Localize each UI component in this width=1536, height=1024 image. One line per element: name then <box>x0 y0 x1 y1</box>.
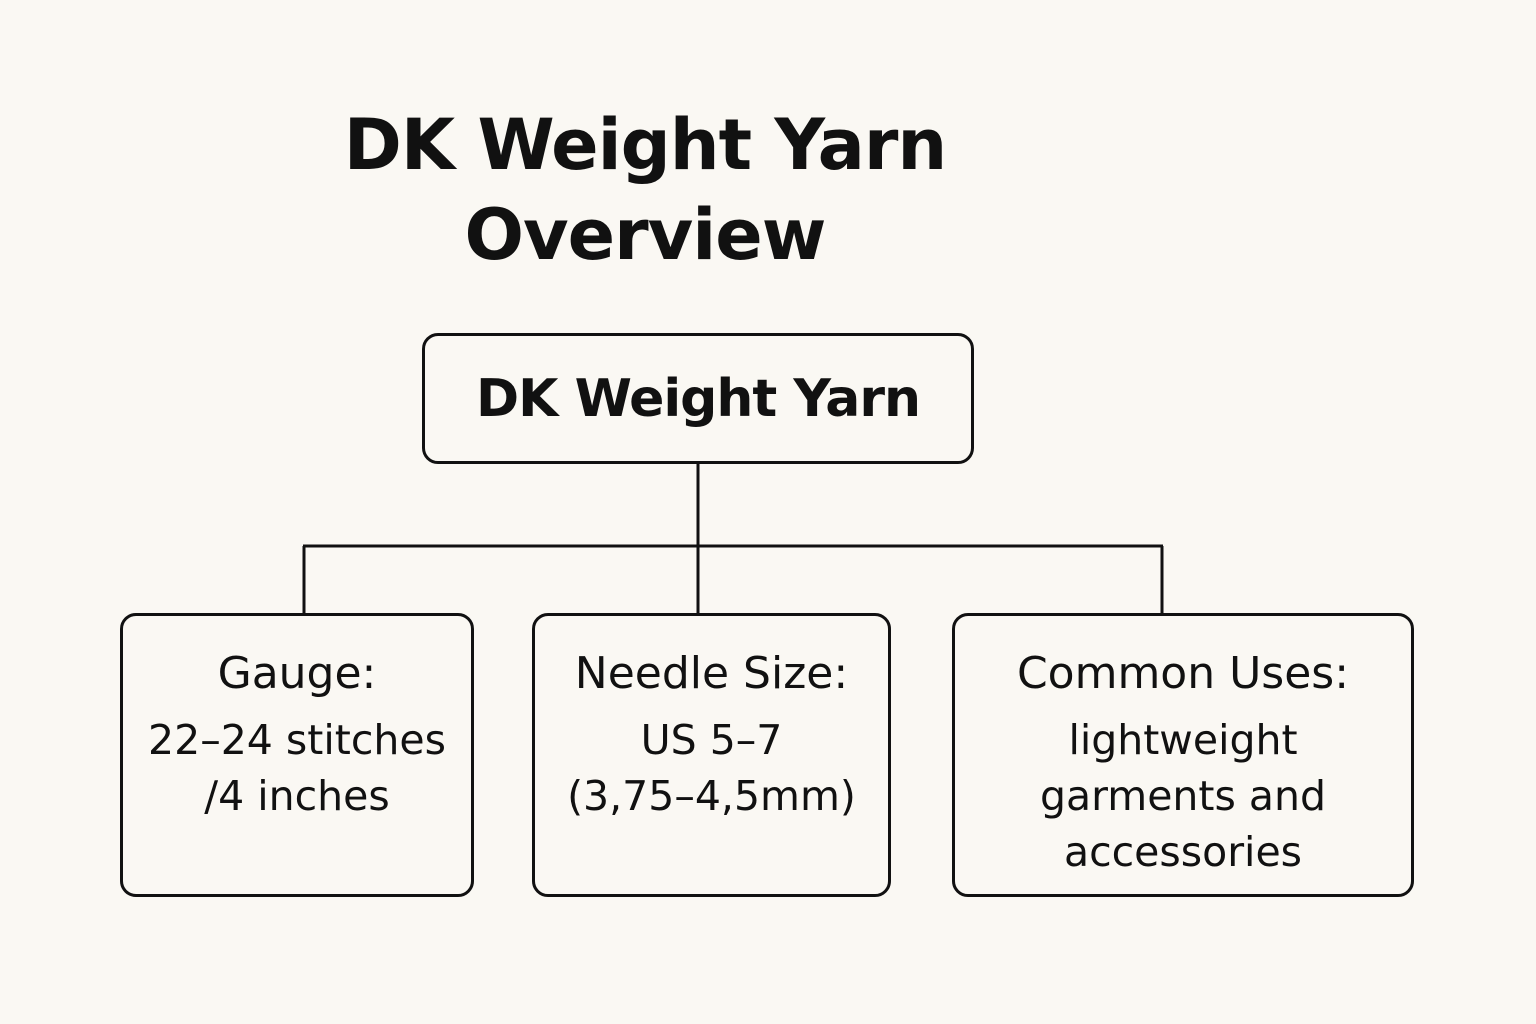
needle-size-heading: Needle Size: <box>574 648 849 699</box>
common-uses-heading: Common Uses: <box>1016 648 1350 699</box>
gauge-node: Gauge: 22–24 stitches /4 inches <box>120 613 474 897</box>
needle-size-line-2: (3,75–4,5mm) <box>567 772 856 820</box>
diagram-title-line-1: DK Weight Yarn <box>343 104 948 186</box>
gauge-line-1: 22–24 stitches <box>148 716 446 764</box>
diagram-title-line-2: Overview <box>464 194 827 276</box>
root-node: DK Weight Yarn <box>422 333 974 464</box>
root-node-label: DK Weight Yarn <box>476 368 921 429</box>
common-uses-line-1: lightweight <box>1068 716 1298 764</box>
common-uses-line-2: garments and <box>1039 772 1327 820</box>
needle-size-line-1: US 5–7 <box>640 716 783 764</box>
needle-size-node: Needle Size: US 5–7 (3,75–4,5mm) <box>532 613 891 897</box>
gauge-heading: Gauge: <box>217 648 377 699</box>
common-uses-node: Common Uses: lightweight garments and ac… <box>952 613 1414 897</box>
diagram-title: DK Weight Yarn Overview <box>300 100 990 280</box>
common-uses-line-3: accessories <box>1063 828 1303 876</box>
gauge-line-2: /4 inches <box>204 772 390 820</box>
